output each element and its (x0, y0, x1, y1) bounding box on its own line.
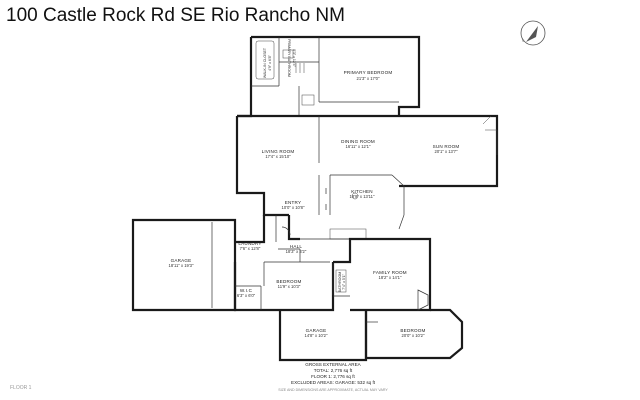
room-sun-room: SUN ROOM 20'1" x 13'7" (433, 144, 460, 154)
room-hall: HALL 18'3" x 3'2" (286, 244, 307, 254)
svg-text:18'11" x 19'3": 18'11" x 19'3" (169, 263, 194, 268)
compass-label: N (522, 39, 525, 43)
svg-text:4'9" x 6'8": 4'9" x 6'8" (268, 54, 272, 70)
svg-text:PRIMARY BEDROOM: PRIMARY BEDROOM (344, 70, 393, 75)
svg-text:14'8" x 10'2": 14'8" x 10'2" (305, 333, 328, 338)
room-garage-left: GARAGE 18'11" x 19'3" (169, 258, 194, 268)
room-wic-small: W.I.C 6'3" x 6'0" (237, 288, 256, 298)
room-entry: ENTRY 10'0" x 10'8" (282, 200, 305, 210)
svg-text:BEDROOM: BEDROOM (276, 279, 301, 284)
svg-text:6'3" x 6'0": 6'3" x 6'0" (237, 293, 256, 298)
svg-text:18'3" x 3'2": 18'3" x 3'2" (286, 249, 307, 254)
room-laundry: LAUNDRY 7'6" x 12'8" (238, 241, 261, 251)
svg-text:7'6" x 12'8": 7'6" x 12'8" (240, 246, 261, 251)
svg-text:TOTAL: 2,776 sq ft: TOTAL: 2,776 sq ft (314, 368, 353, 373)
svg-text:18'9" x 13'11": 18'9" x 13'11" (350, 194, 375, 199)
svg-text:BATHROOM: BATHROOM (338, 272, 342, 293)
main-block-walls (235, 114, 499, 240)
svg-text:LAUNDRY: LAUNDRY (238, 241, 261, 246)
svg-text:17'4" x 15'10": 17'4" x 15'10" (265, 154, 291, 159)
svg-text:PRIMARY BATHROOM: PRIMARY BATHROOM (287, 39, 291, 77)
svg-text:GROSS EXTERNAL AREA: GROSS EXTERNAL AREA (305, 362, 361, 367)
svg-text:GARAGE: GARAGE (171, 258, 192, 263)
svg-text:7'4" x 5'1": 7'4" x 5'1" (342, 273, 346, 289)
svg-text:W.I.C: W.I.C (240, 288, 253, 293)
room-walk-in-closet: WALK-IN CLOSET 4'9" x 6'8" (263, 47, 272, 78)
room-kitchen: KITCHEN 18'9" x 13'11" (350, 189, 375, 199)
svg-text:HALL: HALL (290, 244, 303, 249)
room-primary-bedroom: PRIMARY BEDROOM 21'3" x 17'0" (344, 70, 393, 81)
page-title: 100 Castle Rock Rd SE Rio Rancho NM (6, 5, 345, 26)
svg-text:16'11" x 12'1": 16'11" x 12'1" (346, 144, 371, 149)
svg-text:18'2" x 14'1": 18'2" x 14'1" (379, 275, 402, 280)
room-primary-bathroom: PRIMARY BATHROOM 8'3" x 12'4" (287, 39, 296, 77)
compass-icon: N (520, 20, 546, 46)
svg-text:FAMILY ROOM: FAMILY ROOM (373, 270, 407, 275)
room-living-room: LIVING ROOM 17'4" x 15'10" (262, 149, 295, 159)
floor-label: FLOOR 1 (10, 385, 32, 391)
svg-text:GARAGE: GARAGE (306, 328, 327, 333)
svg-text:WALK-IN CLOSET: WALK-IN CLOSET (263, 47, 267, 78)
svg-text:10'0" x 10'8": 10'0" x 10'8" (282, 205, 305, 210)
svg-text:LIVING ROOM: LIVING ROOM (262, 149, 295, 154)
room-bedroom-right: BEDROOM 20'0" x 10'2" (400, 328, 425, 338)
svg-text:8'3" x 12'4": 8'3" x 12'4" (292, 49, 296, 67)
room-garage-bottom: GARAGE 14'8" x 10'2" (305, 328, 328, 338)
svg-text:20'1" x 13'7": 20'1" x 13'7" (435, 149, 458, 154)
room-family-room: FAMILY ROOM 18'2" x 14'1" (373, 270, 407, 280)
room-dining-room: DINING ROOM 16'11" x 12'1" (341, 139, 375, 149)
svg-text:21'3" x 17'0": 21'3" x 17'0" (357, 76, 380, 81)
svg-text:FLOOR 1: 2,776 sq ft: FLOOR 1: 2,776 sq ft (311, 374, 355, 379)
room-bathroom-small: BATHROOM 7'4" x 5'1" (338, 272, 346, 293)
svg-text:KITCHEN: KITCHEN (351, 189, 373, 194)
bedroom-wing-walls (233, 262, 350, 312)
svg-text:20'0" x 10'2": 20'0" x 10'2" (402, 333, 425, 338)
svg-text:EXCLUDED AREAS: GARAGE: 532 sq: EXCLUDED AREAS: GARAGE: 532 sq ft (291, 380, 376, 385)
svg-text:SIZE AND DIMENSIONS ARE APPROX: SIZE AND DIMENSIONS ARE APPROXIMATE, ACT… (278, 388, 388, 392)
svg-text:DINING ROOM: DINING ROOM (341, 139, 375, 144)
svg-text:BEDROOM: BEDROOM (400, 328, 425, 333)
room-bedroom-mid: BEDROOM 11'9" x 10'3" (276, 279, 301, 289)
bottom-wing-walls (278, 308, 464, 362)
family-room-walls (333, 237, 432, 312)
svg-text:ENTRY: ENTRY (285, 200, 302, 205)
svg-text:SUN ROOM: SUN ROOM (433, 144, 460, 149)
area-summary: GROSS EXTERNAL AREA TOTAL: 2,776 sq ft F… (278, 362, 388, 392)
svg-text:11'9" x 10'3": 11'9" x 10'3" (278, 284, 301, 289)
